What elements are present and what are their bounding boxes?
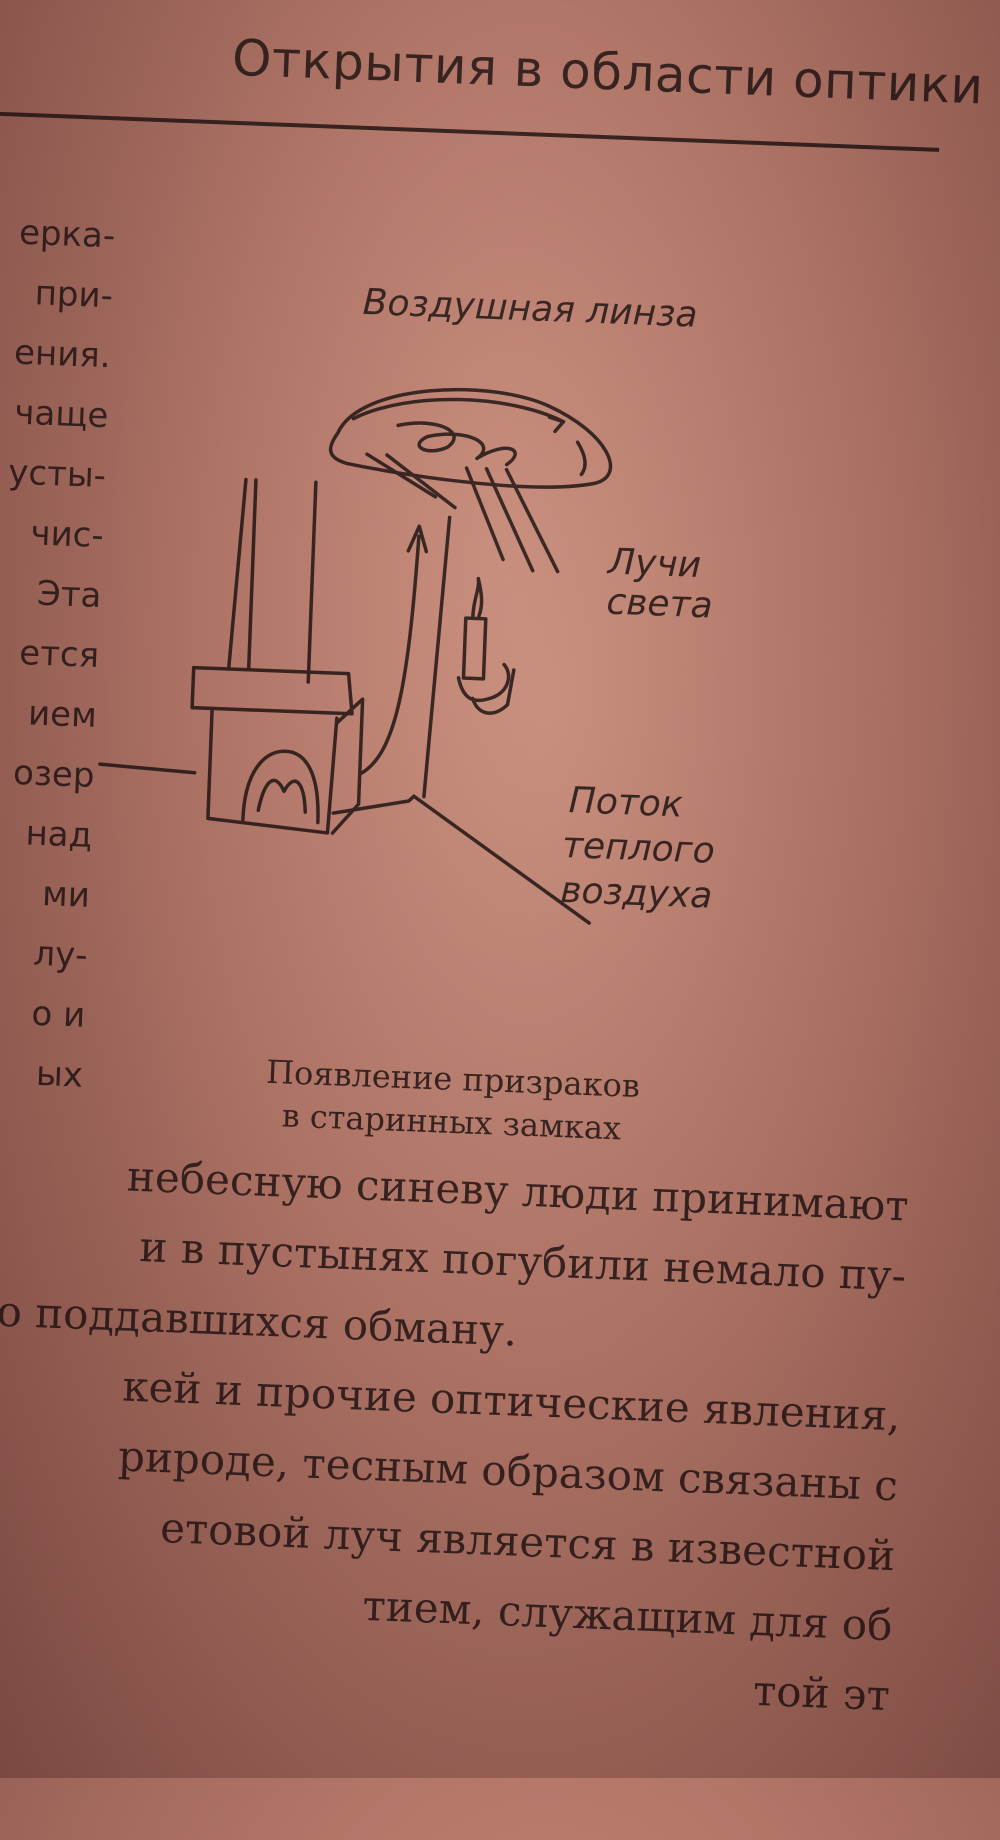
left-column-fragments: ерка- при- ения. чаще усты- чис- Эта етс…: [0, 213, 116, 1096]
warm-air-arrow: [357, 534, 421, 776]
body-text: небесную синеву люди принимают и в пусты…: [0, 1149, 909, 1721]
light-ray: [504, 467, 560, 574]
light-ray: [464, 466, 505, 562]
text-line: Эта: [36, 573, 103, 617]
fireplace: [190, 665, 354, 716]
text-line: рироде, тесным образом связаны с: [117, 1431, 899, 1511]
text-line: и в пустынях погубили немало пу-: [138, 1222, 907, 1301]
text-line: ерка-: [18, 212, 116, 257]
text-line: усты-: [7, 452, 107, 497]
text-line: озер: [12, 752, 96, 796]
text-line: ми: [41, 874, 91, 916]
text-line: небесную синеву люди принимают: [126, 1151, 910, 1231]
header-rule: [0, 111, 940, 152]
text-line: тием, служащим для об: [361, 1580, 894, 1651]
light-ray: [385, 453, 457, 510]
text-line: лу-: [32, 933, 89, 976]
text-line: зо поддавшихся обману.: [0, 1285, 519, 1356]
text-line: ения.: [13, 332, 112, 377]
air-lens-shape: [328, 387, 613, 489]
text-line: о и: [30, 993, 87, 1036]
text-line: той эт: [752, 1665, 891, 1721]
text-line: ется: [18, 632, 100, 677]
candle: [461, 616, 488, 681]
running-header: Открытия в области оптики: [231, 28, 985, 116]
ghost-illustration: [98, 387, 613, 925]
text-line: ых: [35, 1053, 84, 1096]
text-line: чаще: [13, 392, 110, 437]
air-lens-label: Воздушная линза: [362, 281, 699, 336]
text-line: при-: [33, 273, 114, 317]
light-ray: [484, 467, 535, 573]
figure-caption: Появление призраков в старинных замках: [211, 1049, 694, 1154]
text-line: над: [24, 813, 93, 856]
text-line: етовой луч является в известной: [159, 1503, 897, 1581]
light-ray: [365, 452, 438, 499]
text-line: чис-: [29, 513, 105, 557]
text-line: кей и прочие оптические явления,: [121, 1361, 902, 1441]
chimney: [226, 477, 258, 672]
text-line: ием: [27, 693, 98, 736]
